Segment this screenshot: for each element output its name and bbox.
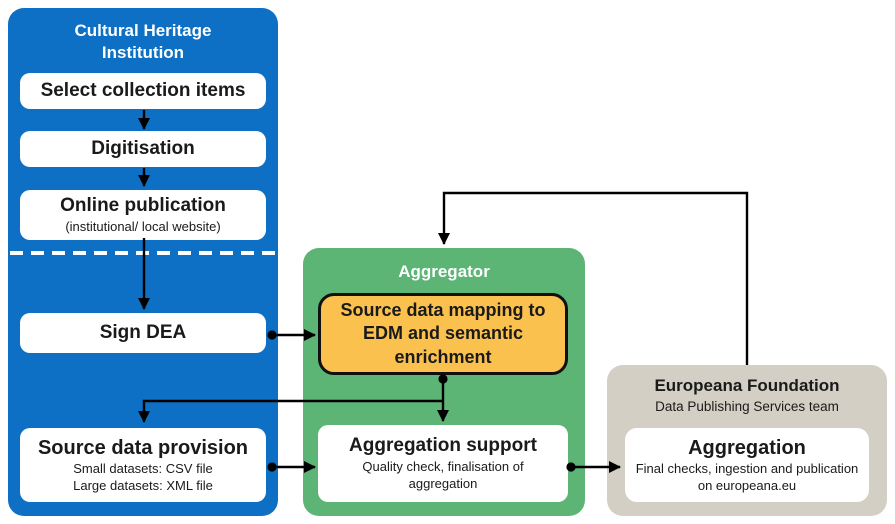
node-title: Sign DEA — [99, 321, 187, 343]
node-title: Source data provision — [37, 437, 249, 460]
node-source-data-provision: Source data provision Small datasets: CS… — [20, 428, 266, 502]
node-subtitle: Large datasets: XML file — [73, 478, 213, 493]
node-title: Digitisation — [91, 137, 195, 159]
node-aggregation: Aggregation Final checks, ingestion and … — [625, 428, 869, 502]
europeana-panel-subtitle: Data Publishing Services team — [655, 399, 839, 414]
node-source-data-mapping: Source data mapping to EDM and semantic … — [318, 293, 568, 375]
aggregator-panel-title: Aggregator — [398, 262, 490, 281]
node-select-collection-items: Select collection items — [20, 73, 266, 109]
node-online-publication: Online publication (institutional/ local… — [20, 190, 266, 240]
node-aggregation-support: Aggregation support Quality check, final… — [318, 425, 568, 502]
europeana-panel-title: Europeana Foundation — [654, 376, 840, 395]
chi-panel: Cultural Heritage Institution Select col… — [8, 8, 278, 516]
aggregator-panel: Aggregator Source data mapping to EDM an… — [303, 248, 585, 516]
node-title: Aggregation support — [349, 435, 537, 457]
node-subtitle: (institutional/ local website) — [65, 218, 221, 234]
node-title: Online publication — [60, 195, 226, 217]
node-title: Aggregation — [688, 437, 806, 460]
node-sign-dea: Sign DEA — [20, 313, 266, 353]
node-subtitle: Quality check, finalisation of aggregati… — [362, 458, 524, 491]
europeana-panel: Europeana Foundation Data Publishing Ser… — [607, 365, 887, 516]
chi-panel-title: Cultural Heritage Institution — [74, 21, 212, 62]
node-title: Select collection items — [40, 79, 246, 101]
node-digitisation: Digitisation — [20, 131, 266, 167]
node-subtitle: Small datasets: CSV file — [73, 461, 213, 477]
node-subtitle: Final checks, ingestion and publication … — [635, 461, 859, 493]
node-title: Source data mapping to EDM and semantic … — [340, 300, 546, 367]
